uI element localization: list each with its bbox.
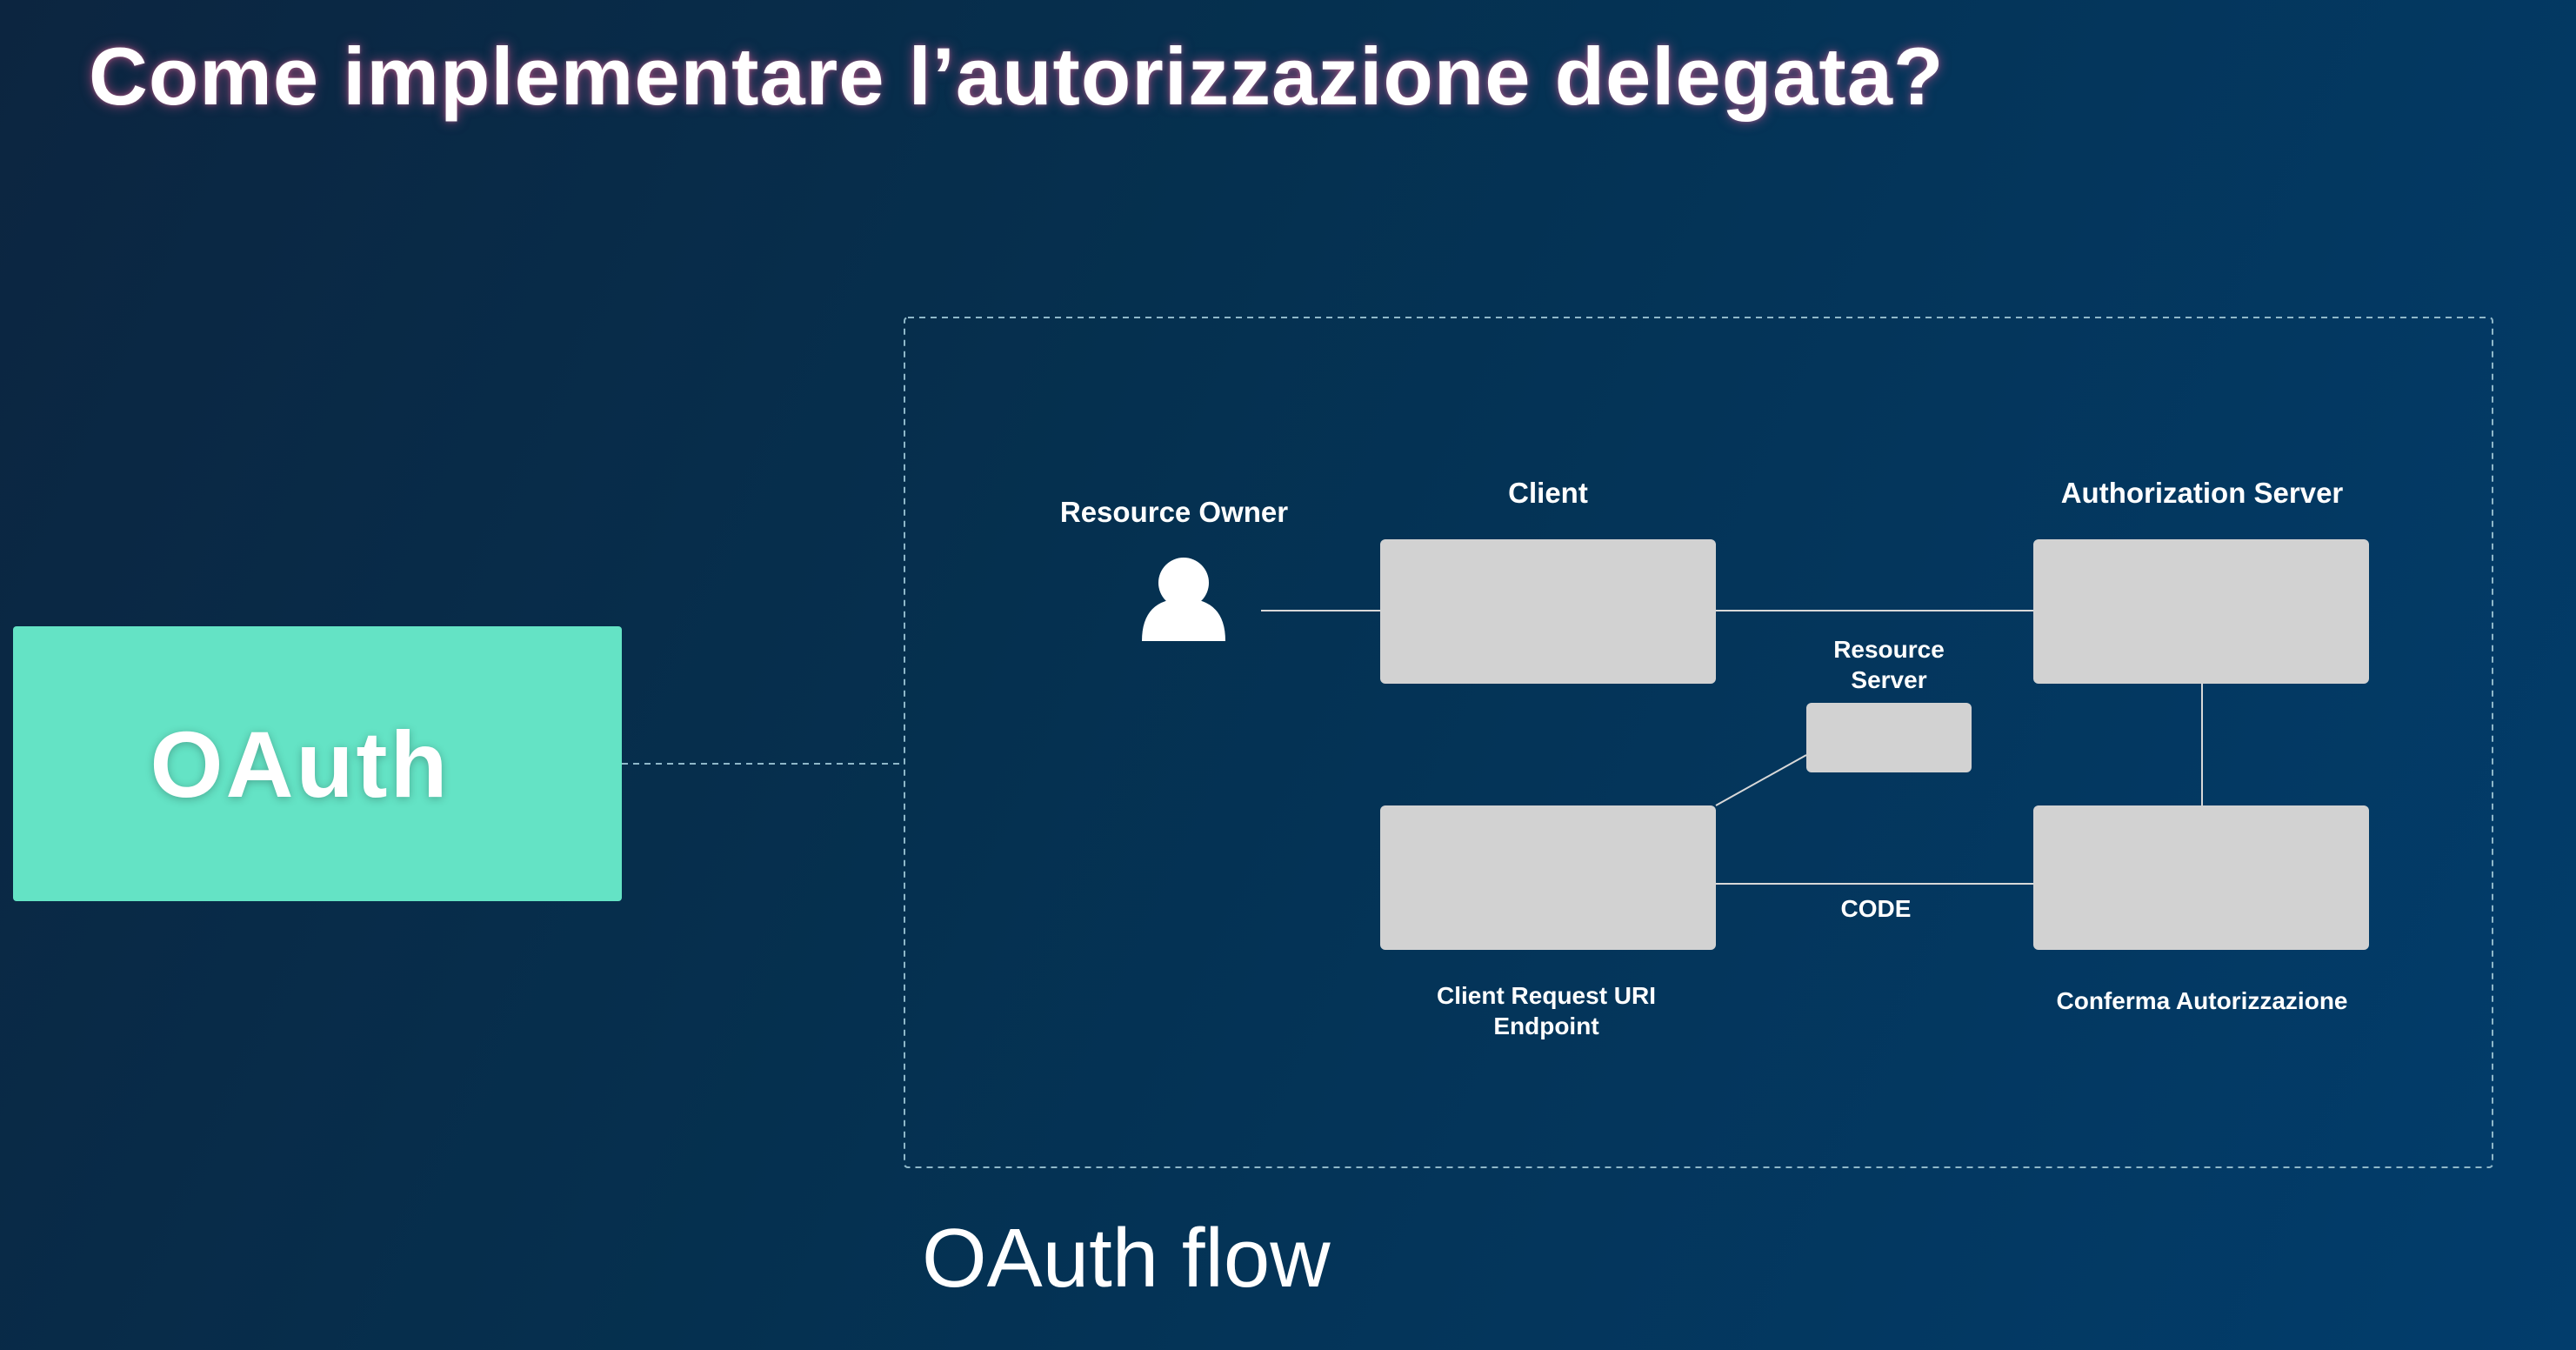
slide-title: Come implementare l’autorizzazione deleg… [89,30,1945,122]
client-request-uri-node [1380,805,1716,950]
authorization-server-node [2033,539,2369,684]
flow-caption: OAuth flow [922,1212,1331,1305]
endpoint-resourceserver-edge [1715,754,1807,806]
resource-owner-label: Resource Owner [1059,496,1289,528]
client-label: Client [1508,477,1588,509]
client-node [1380,539,1716,684]
conferma-autorizzazione-label: Conferma Autorizzazione [2056,987,2348,1014]
authorization-server-label: Authorization Server [2060,477,2344,509]
flow-frame [904,317,2493,1168]
resource-server-node [1806,703,1972,772]
client-request-uri-label: Client Request URI Endpoint [1436,982,1657,1039]
user-icon [1142,558,1225,641]
oauth-box: OAuth [13,626,622,901]
code-label: CODE [1840,895,1912,922]
conferma-autorizzazione-node [2033,805,2369,950]
oauth-label: OAuth [150,711,450,817]
resource-server-label: Resource Server [1833,636,1945,693]
